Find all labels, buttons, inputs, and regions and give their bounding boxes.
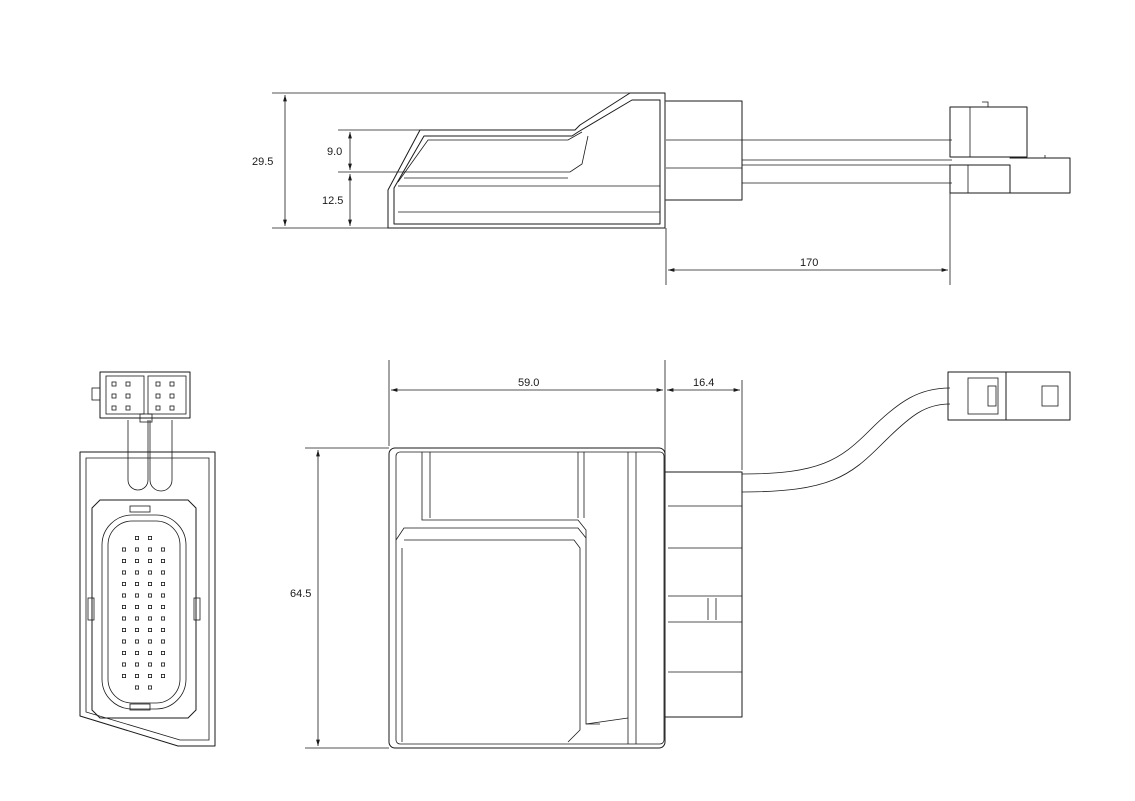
connector-pin — [122, 559, 127, 564]
connector-pin — [147, 674, 152, 679]
plug-pin — [169, 381, 175, 387]
connector-pin — [134, 536, 139, 541]
connector-pin — [147, 605, 152, 610]
connector-pin — [160, 639, 165, 644]
dim-connector-depth: 16.4 — [693, 377, 714, 389]
connector-pin — [134, 559, 139, 564]
connector-pin — [122, 639, 127, 644]
connector-pin — [122, 616, 127, 621]
connector-pin — [122, 605, 127, 610]
connector-pin — [147, 662, 152, 667]
connector-pin — [147, 628, 152, 633]
connector-pin — [147, 536, 152, 541]
plug-pin — [169, 405, 175, 411]
plug-pins — [111, 381, 175, 411]
connector-pin — [147, 547, 152, 552]
connector-pin — [134, 685, 139, 690]
connector-pin — [160, 605, 165, 610]
connector-pin — [134, 547, 139, 552]
connector-pin — [134, 582, 139, 587]
connector-pin — [134, 662, 139, 667]
connector-pin — [147, 570, 152, 575]
connector-pin — [122, 582, 127, 587]
dim-side-base-height: 12.5 — [322, 195, 343, 207]
connector-pin — [134, 605, 139, 610]
connector-pin — [134, 651, 139, 656]
connector-pin — [160, 628, 165, 633]
connector-pin — [160, 559, 165, 564]
plug-pin — [111, 405, 117, 411]
side-view-dimensions — [272, 92, 951, 285]
connector-pin — [160, 593, 165, 598]
end-view — [79, 371, 216, 747]
connector-pin — [147, 651, 152, 656]
plug-pin — [155, 381, 161, 387]
dim-body-height: 64.5 — [290, 588, 311, 600]
connector-pin — [160, 651, 165, 656]
connector-pin — [122, 662, 127, 667]
connector-pin — [147, 582, 152, 587]
connector-pin — [134, 616, 139, 621]
connector-pin — [134, 593, 139, 598]
plug-pin — [155, 405, 161, 411]
connector-pin — [160, 570, 165, 575]
plug-pin — [111, 393, 117, 399]
dim-cable-length: 170 — [800, 257, 818, 269]
connector-pin — [160, 662, 165, 667]
connector-pin — [122, 674, 127, 679]
connector-pin — [122, 593, 127, 598]
side-view — [387, 92, 1071, 229]
dim-body-width: 59.0 — [518, 377, 539, 389]
connector-pin — [122, 628, 127, 633]
plug-pin — [111, 381, 117, 387]
connector-pin — [147, 616, 152, 621]
plug-pin — [125, 393, 131, 399]
connector-pin — [147, 685, 152, 690]
connector-pin — [122, 547, 127, 552]
connector-pin — [122, 651, 127, 656]
connector-pin — [147, 559, 152, 564]
plug-pin — [125, 381, 131, 387]
dim-side-top-height: 9.0 — [327, 146, 342, 158]
connector-pin — [160, 582, 165, 587]
connector-pin — [147, 593, 152, 598]
plug-pin — [125, 405, 131, 411]
plug-pin — [155, 393, 161, 399]
connector-pin — [147, 639, 152, 644]
top-view — [388, 371, 1071, 749]
top-view-dimensions — [305, 360, 743, 749]
connector-pin — [134, 570, 139, 575]
connector-pin — [134, 639, 139, 644]
plug-pin — [169, 393, 175, 399]
connector-pin — [160, 616, 165, 621]
dim-side-height: 29.5 — [252, 156, 273, 168]
connector-pins — [122, 536, 165, 690]
connector-pin — [122, 570, 127, 575]
connector-pin — [160, 674, 165, 679]
connector-pin — [134, 674, 139, 679]
connector-pin — [134, 628, 139, 633]
connector-pin — [160, 547, 165, 552]
